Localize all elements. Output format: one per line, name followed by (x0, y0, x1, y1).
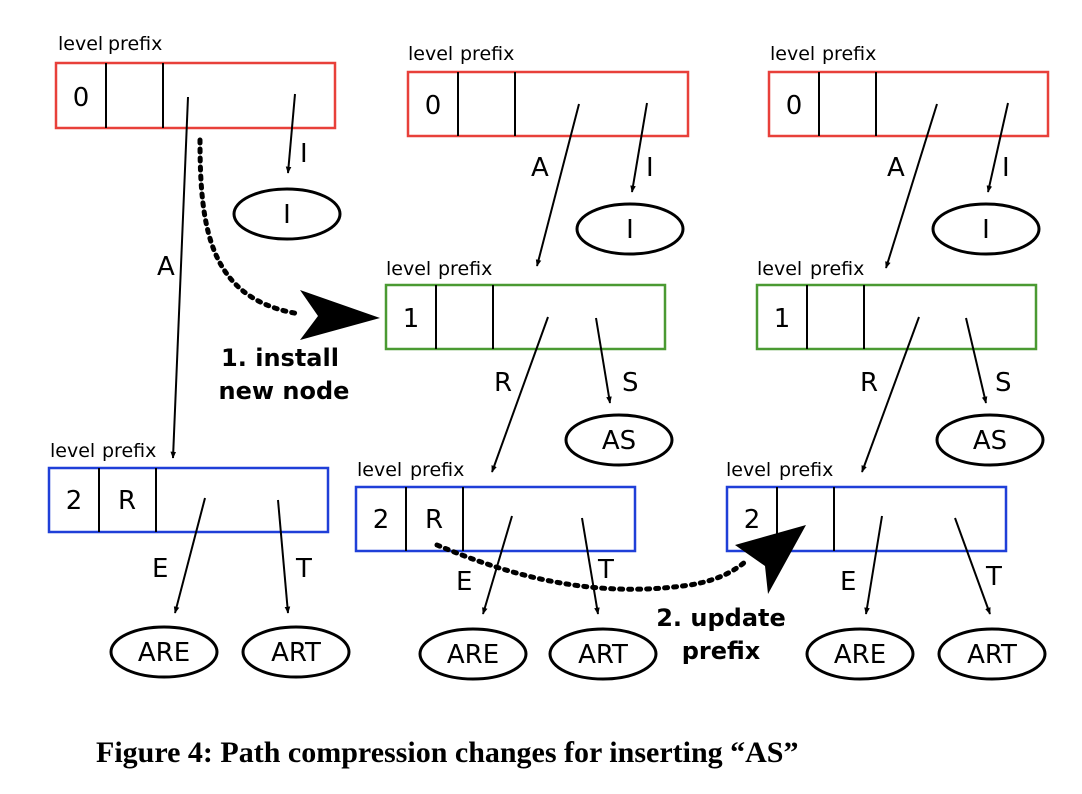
s2-root-prefix-header: prefix (460, 43, 514, 65)
s3-edge-S-label: S (995, 368, 1012, 398)
s1-root-prefix-header: prefix (108, 33, 162, 55)
s2-edge-A (535, 103, 580, 267)
s1-edge-I-label: I (300, 139, 308, 169)
s1-leaf-ART: ART (241, 625, 351, 679)
s2-node1-level: 1 (403, 304, 420, 334)
s3-node1-level: 1 (774, 304, 791, 334)
figure-caption: Figure 4: Path compression changes for i… (96, 736, 799, 769)
s1-edge-I (285, 93, 296, 174)
stage1: level prefix 0 I I A level prefix 2 R E … (47, 33, 351, 679)
s3-edge-A (885, 103, 938, 269)
s3-edge-R-label: R (860, 368, 878, 398)
s3-edge-R (861, 316, 920, 473)
s2-edge-S-label: S (622, 368, 639, 398)
s3-root-prefix-header: prefix (822, 43, 876, 65)
s2-node1-level-header: level (386, 258, 431, 280)
s3-root-node: 0 (767, 70, 1050, 138)
s3-leaf-ARE-label: ARE (834, 640, 886, 670)
stage3: level prefix 0 I I A level prefix 1 S AS (725, 43, 1050, 681)
s1-edge-E (173, 497, 206, 614)
s1-root-level-header: level (58, 33, 103, 55)
s1-node2-level: 2 (66, 486, 83, 516)
s2-leaf-ART-label: ART (578, 640, 628, 670)
step2-update-arrow (434, 525, 806, 594)
s2-leaf-AS-label: AS (602, 426, 636, 456)
s1-leaf-I-label: I (283, 200, 291, 230)
s2-node2-level-header: level (357, 459, 402, 481)
s1-edge-T-label: T (295, 554, 312, 584)
s2-leaf-I: I (575, 202, 685, 256)
s3-node2: 2 (725, 485, 1008, 553)
s2-edge-R-label: R (494, 368, 512, 398)
s3-leaf-AS-label: AS (973, 426, 1007, 456)
s2-node2-prefix: R (425, 505, 443, 535)
s2-edge-T (581, 517, 600, 615)
s2-root-level: 0 (425, 91, 442, 121)
s2-edge-I (630, 102, 648, 193)
s1-edge-A-label: A (157, 252, 175, 282)
step2-label-line1: 2. update (656, 604, 786, 632)
s1-node2: 2 R (47, 466, 330, 534)
s2-leaf-ARE-label: ARE (447, 640, 499, 670)
s2-edge-E-label: E (456, 567, 472, 597)
s1-node2-prefix-header: prefix (102, 440, 156, 462)
s1-root-node: 0 (54, 61, 337, 130)
s2-root-node: 0 (406, 70, 690, 138)
step1-label-line1: 1. install (221, 344, 339, 372)
s1-leaf-ARE-label: ARE (138, 638, 190, 668)
s3-leaf-ART-label: ART (967, 640, 1017, 670)
s1-root-level: 0 (73, 83, 90, 113)
s2-leaf-AS: AS (564, 413, 674, 467)
s3-node1-level-header: level (757, 258, 802, 280)
s3-node2-level: 2 (744, 505, 761, 535)
s3-root-level-header: level (770, 43, 815, 65)
s1-leaf-ART-label: ART (271, 638, 321, 668)
s2-edge-T-label: T (597, 555, 614, 585)
s3-node2-level-header: level (726, 459, 771, 481)
s2-leaf-ARE: ARE (418, 627, 528, 681)
s3-leaf-I: I (931, 202, 1041, 256)
s2-leaf-I-label: I (626, 215, 634, 245)
s3-edge-T (954, 517, 991, 615)
s2-node2-level: 2 (373, 505, 390, 535)
s2-edge-S (595, 317, 612, 404)
s3-node2-prefix-header: prefix (779, 459, 833, 481)
s3-edge-A-label: A (887, 153, 905, 183)
s2-node2: 2 R (354, 485, 637, 553)
s2-root-level-header: level (408, 43, 453, 65)
s3-root-level: 0 (786, 91, 803, 121)
s1-edge-T (277, 499, 291, 614)
s3-edge-T-label: T (985, 562, 1002, 592)
step1-label-line2: new node (219, 377, 350, 405)
s1-leaf-ARE: ARE (109, 625, 219, 679)
s2-edge-A-label: A (531, 153, 549, 183)
s1-edge-E-label: E (152, 554, 168, 584)
s1-node2-level-header: level (50, 440, 95, 462)
s3-leaf-ARE: ARE (805, 627, 915, 681)
s3-leaf-ART: ART (937, 627, 1047, 681)
s3-edge-I (986, 102, 1009, 193)
s3-edge-S (965, 317, 988, 404)
s2-node1-prefix-header: prefix (438, 258, 492, 280)
s3-leaf-I-label: I (982, 215, 990, 245)
s2-edge-I-label: I (646, 153, 654, 183)
s2-edge-R (491, 316, 549, 473)
s3-edge-E-label: E (840, 567, 856, 597)
s1-edge-A (170, 96, 189, 459)
s3-node1: 1 (755, 283, 1038, 351)
s2-node1: 1 (384, 283, 667, 351)
step1-install-arrow (197, 137, 380, 340)
s2-node2-prefix-header: prefix (410, 459, 464, 481)
s2-leaf-ART: ART (548, 627, 658, 681)
step2-label-line2: prefix (682, 637, 761, 665)
s3-node1-prefix-header: prefix (810, 258, 864, 280)
s1-node2-prefix: R (118, 486, 136, 516)
stage2: level prefix 0 I I A level prefix 1 S AS (354, 43, 690, 681)
s3-edge-I-label: I (1002, 153, 1010, 183)
s3-leaf-AS: AS (935, 413, 1045, 467)
s1-leaf-I: I (232, 187, 342, 241)
s3-edge-E (864, 515, 883, 615)
